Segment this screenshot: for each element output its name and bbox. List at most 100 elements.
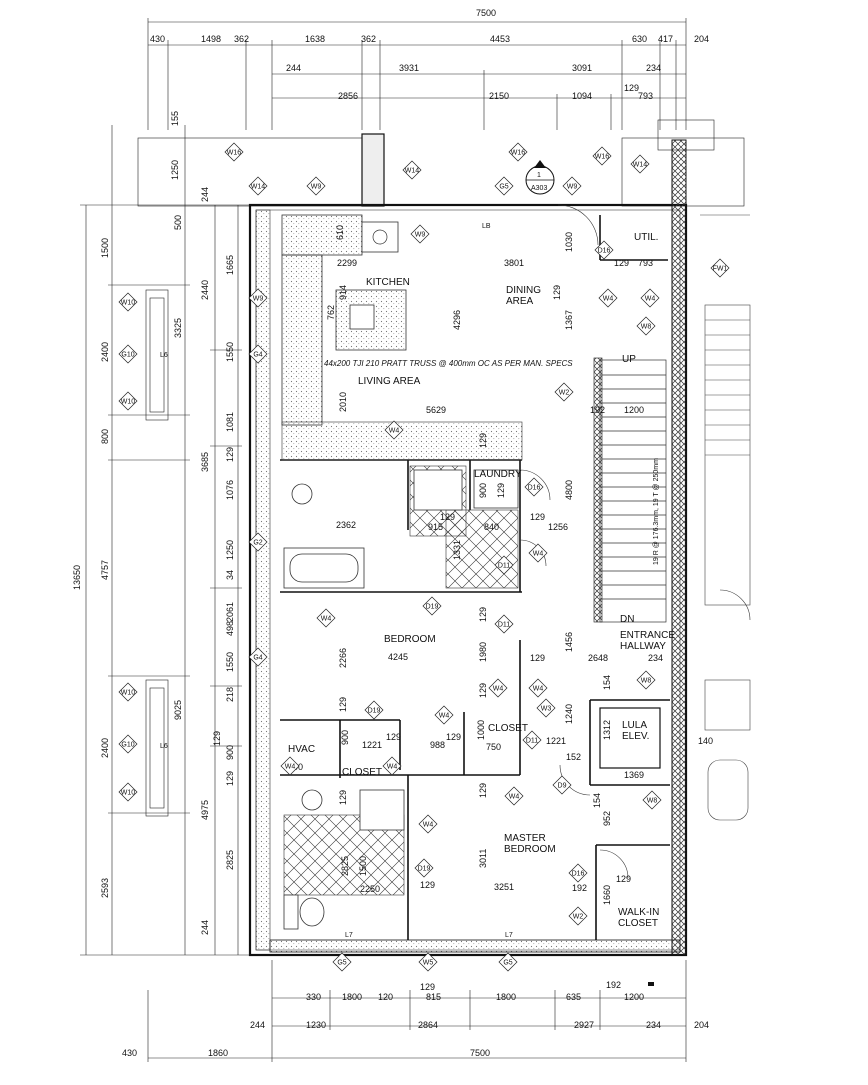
dim-text: 900	[340, 730, 350, 745]
tag-w8: W8	[636, 316, 656, 336]
tag-label: W9	[415, 232, 426, 239]
left-dim-text: 129	[212, 731, 222, 746]
tag-label: G5	[499, 184, 508, 191]
tag-w10: W10	[118, 391, 138, 411]
tag-label: D11	[498, 622, 510, 629]
dim-text: 3801	[504, 258, 524, 268]
tag-label: G5	[503, 960, 512, 967]
tag-d16: D16	[594, 240, 614, 260]
stair	[593, 357, 667, 623]
top-dim-row1: 430 1498 362 1638 362 4453 630 417 204	[150, 34, 709, 44]
dim-text: 610	[335, 225, 345, 240]
tag-w4: W4	[528, 678, 548, 698]
tag-label: W10	[121, 300, 136, 307]
left-dim-text: 1250	[225, 540, 235, 560]
south-wall	[269, 939, 681, 953]
tag-w4: W4	[528, 543, 548, 563]
tag-label: D11	[526, 738, 538, 745]
tag-label: FW1	[713, 266, 728, 273]
tag-label: W3	[541, 706, 552, 713]
tag-d9: D9	[552, 775, 572, 795]
left-dim-text: 218	[225, 687, 235, 702]
tag-label: W5	[423, 960, 434, 967]
tag-label: G10	[121, 352, 134, 359]
left-dim-text: 1500	[100, 238, 110, 258]
tag-label: W14	[633, 162, 648, 169]
tag-g10: G10	[118, 344, 138, 364]
dim-text: 1367	[564, 310, 574, 330]
dim-text: 3251	[494, 882, 514, 892]
dim-text: 4800	[564, 480, 574, 500]
tag-label: D19	[368, 708, 381, 715]
dim-text: 5629	[426, 405, 446, 415]
tag-w9: W9	[306, 176, 326, 196]
bottom-dim-text: 1200	[624, 992, 644, 1002]
bottom-dim-text: 1800	[342, 992, 362, 1002]
dim-text: 129	[552, 285, 562, 300]
room-bedroom: BEDROOM	[384, 634, 436, 645]
room-hvac: HVAC	[288, 744, 315, 755]
top-dim-text: 362	[234, 34, 249, 44]
kitchen-counters	[281, 214, 523, 461]
bottom-dim-text: 1800	[496, 992, 516, 1002]
tag-label: G5	[337, 960, 346, 967]
dim-text: 2010	[338, 392, 348, 412]
top-dimensions	[147, 18, 687, 130]
dim-text: 234	[648, 653, 663, 663]
east-party-wall	[671, 139, 687, 956]
dim-text: 762	[326, 305, 336, 320]
bottom-dim-text: 815	[426, 992, 441, 1002]
tag-w3: W3	[536, 698, 556, 718]
dim-text: 1221	[362, 740, 382, 750]
top-dim-text: 1498	[201, 34, 221, 44]
tag-label: W4	[389, 428, 400, 435]
dim-text: 129	[420, 880, 435, 890]
left-dim-text: 34	[225, 570, 235, 580]
tag-label: G2	[253, 540, 262, 547]
dim-text: 1500	[358, 856, 368, 876]
room-closet-2: CLOSET	[342, 767, 382, 778]
room-laundry: LAUNDRY	[474, 469, 522, 480]
label-l7b: L7	[505, 932, 513, 939]
bottom-dim-row2: 244 1230 2864 2927 234 204	[250, 1020, 709, 1030]
tag-d16: D16	[568, 863, 588, 883]
dim-text: 129	[446, 732, 461, 742]
tag-g4: G4	[248, 344, 268, 364]
dim-text: 129	[440, 512, 455, 522]
left-dimensions	[80, 125, 250, 956]
dim-text: 129	[530, 512, 545, 522]
room-closet: CLOSET	[488, 723, 528, 734]
dim-text: 2250	[360, 884, 380, 894]
dim-text: 1200	[624, 405, 644, 415]
tag-w8: W8	[636, 670, 656, 690]
kitchen-sink	[349, 304, 375, 330]
left-dim-text: 2440	[200, 280, 210, 300]
dim-text: 1221	[546, 736, 566, 746]
tag-label: G10	[121, 742, 134, 749]
tag-label: W4	[387, 764, 398, 771]
dim-text: 154	[602, 675, 612, 690]
dim-text: 750	[486, 742, 501, 752]
dim-text: 1331	[452, 540, 462, 560]
tag-label: W8	[641, 324, 652, 331]
tag-label: W4	[439, 713, 450, 720]
dim-text: 4296	[452, 310, 462, 330]
stair-note: 19 R @ 176.3mm, 19 T @ 250mm	[653, 458, 660, 565]
tag-label: D16	[528, 485, 541, 492]
left-dim-text: 498	[225, 621, 235, 636]
top-dim-text: 204	[694, 34, 709, 44]
tag-label: W4	[423, 822, 434, 829]
bottom-dim-text: 204	[694, 1020, 709, 1030]
bottom-dim-row3: 430 1860 7500	[122, 1048, 490, 1058]
dim-text: 3011	[478, 849, 488, 868]
top-dim-text: 1094	[572, 91, 592, 101]
bottom-dim-text: 330	[306, 992, 321, 1002]
left-dim-inner: 1665 1550 1081 129 1076 1250 34 2061 498…	[200, 255, 235, 935]
tag-g4: G4	[248, 647, 268, 667]
left-dim-text: 800	[100, 429, 110, 444]
